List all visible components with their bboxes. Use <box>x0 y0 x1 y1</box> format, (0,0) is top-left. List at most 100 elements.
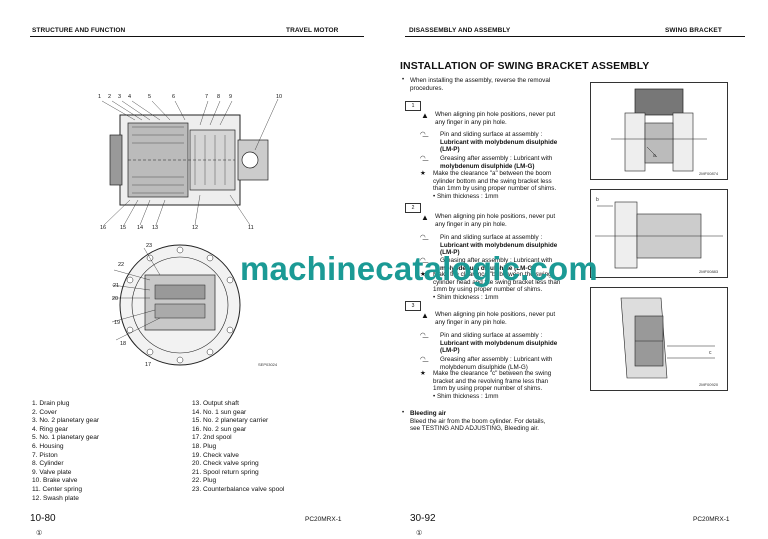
callout: 13 <box>152 225 159 231</box>
figure-code: SEP03024 <box>258 362 278 367</box>
subject-header: TRAVEL MOTOR <box>286 27 339 34</box>
list-item: 8. Cylinder <box>32 460 64 468</box>
list-item: 15. No. 2 planetary carrier <box>192 417 269 425</box>
shim-text: • Shim thickness : 1mm <box>433 393 499 400</box>
grease-icon: ◠͟ <box>420 234 426 241</box>
page-number: 10-80 <box>30 513 56 524</box>
step-marker: 2 <box>405 203 421 213</box>
callout: 6 <box>172 94 176 100</box>
list-item: 13. Output shaft <box>192 400 239 407</box>
callout: 7 <box>205 94 209 100</box>
list-item: 22. Plug <box>192 477 217 485</box>
list-item: 19. Check valve <box>192 451 239 459</box>
callout: 19 <box>114 320 121 326</box>
model-label: PC20MRX-1 <box>305 516 342 523</box>
callout: 20 <box>112 296 119 302</box>
grease-icon: ◠͟ <box>420 356 426 363</box>
callout: 10 <box>276 94 283 100</box>
list-item: 23. Counterbalance valve spool <box>192 485 285 493</box>
revision-mark: ① <box>36 530 43 537</box>
warning-icon: ▲ <box>421 111 429 120</box>
callout: 3 <box>118 94 122 100</box>
grease-icon: ◠͟ <box>420 131 426 138</box>
left-page: STRUCTURE AND FUNCTION TRAVEL MOTOR 1 <box>30 27 364 537</box>
list-item: 20. Check valve spring <box>192 460 259 468</box>
warning-text: When aligning pin hole positions, never … <box>435 111 556 126</box>
model-label: PC20MRX-1 <box>693 516 730 523</box>
callout: 18 <box>120 341 127 347</box>
callout: 22 <box>118 262 125 268</box>
callout: 15 <box>120 225 127 231</box>
travel-motor-end-view-drawing <box>111 244 241 366</box>
page-number: 30-92 <box>410 513 436 524</box>
grease-icon: ◠͟ <box>420 155 426 162</box>
clearance-label: c <box>709 350 712 356</box>
grease-icon: ◠͟ <box>420 332 426 339</box>
shim-text: • Shim thickness : 1mm <box>433 193 499 200</box>
callout: 1 <box>98 94 102 100</box>
list-item: 7. Piston <box>32 451 58 459</box>
callout: 12 <box>192 225 199 231</box>
list-item: 10. Brake valve <box>32 477 78 485</box>
lubricant-text: Greasing after assembly : Lubricant with… <box>440 356 553 371</box>
lubricant-text: Pin and sliding surface at assembly : Lu… <box>440 332 558 354</box>
lubricant-text: Greasing after assembly : Lubricant with… <box>440 155 553 170</box>
figure-code: 2MF00920 <box>699 382 719 387</box>
note-star: ★ <box>420 271 426 278</box>
watermark: machinecatalogic.com <box>240 250 598 287</box>
step-marker: 3 <box>405 301 421 311</box>
list-item: 17. 2nd spool <box>192 434 232 442</box>
warning-icon: ▲ <box>421 311 429 320</box>
callout: 4 <box>128 94 132 100</box>
parts-list-col1: 1. Drain plug 2. Cover 3. No. 2 planetar… <box>32 400 99 503</box>
callout: 9 <box>229 94 233 100</box>
list-item: 14. No. 1 sun gear <box>192 408 247 416</box>
note-text: Make the clearance "c" between the swing… <box>433 370 552 392</box>
list-item: 2. Cover <box>32 408 57 416</box>
list-item: 3. No. 2 planetary gear <box>32 417 100 425</box>
callout: 14 <box>137 225 144 231</box>
list-item: 1. Drain plug <box>32 400 70 407</box>
callout: 11 <box>248 225 254 231</box>
step-marker: 1 <box>405 101 421 111</box>
warning-icon: ▲ <box>421 213 429 222</box>
list-item: 6. Housing <box>32 442 64 450</box>
subject-header: SWING BRACKET <box>665 27 722 34</box>
callout: 8 <box>217 94 221 100</box>
figure-code: 2MF00883 <box>699 269 719 274</box>
callout: 5 <box>148 94 152 100</box>
bullet: • <box>402 410 405 416</box>
lubricant-text: Greasing after assembly : Lubricant with… <box>440 257 553 272</box>
list-item: 12. Swash plate <box>32 494 79 502</box>
callout: 21 <box>113 283 120 289</box>
note-star: ★ <box>420 170 426 177</box>
revision-mark: ① <box>416 530 423 537</box>
list-item: 21. Spool return spring <box>192 468 259 476</box>
note-text: Make the clearance "b" between the swing… <box>433 271 561 293</box>
warning-text: When aligning pin hole positions, never … <box>435 213 556 228</box>
parts-list-col2: 13. Output shaft 14. No. 1 sun gear 15. … <box>192 400 284 495</box>
list-item: 5. No. 1 planetary gear <box>32 434 100 442</box>
callout: 23 <box>146 243 153 249</box>
clearance-label: b <box>596 197 599 203</box>
list-item: 11. Center spring <box>32 485 83 493</box>
warning-text: When aligning pin hole positions, never … <box>435 311 556 326</box>
section-header: STRUCTURE AND FUNCTION <box>32 27 126 34</box>
figure-code: 2MF00874 <box>699 171 719 176</box>
callout: 17 <box>145 362 152 368</box>
shim-text: • Shim thickness : 1mm <box>433 294 499 301</box>
callout: 16 <box>100 225 107 231</box>
list-item: 4. Ring gear <box>32 425 68 433</box>
header-rule <box>30 36 364 37</box>
bleeding-section: Bleeding air Bleed the air from the boom… <box>410 410 546 432</box>
intro-text: When installing the assembly, reverse th… <box>410 77 551 92</box>
section-header: DISASSEMBLY AND ASSEMBLY <box>409 27 511 34</box>
callout: 2 <box>108 94 112 100</box>
figure-swing-bracket-3: 2MF00920 c <box>590 287 728 391</box>
figure-swing-bracket-2: 2MF00883 b <box>590 189 728 278</box>
list-item: 9. Valve plate <box>32 468 72 476</box>
figure-swing-bracket-1: 2MF00874 a <box>590 82 728 180</box>
lubricant-text: Pin and sliding surface at assembly : Lu… <box>440 131 558 153</box>
note-star: ★ <box>420 370 426 377</box>
